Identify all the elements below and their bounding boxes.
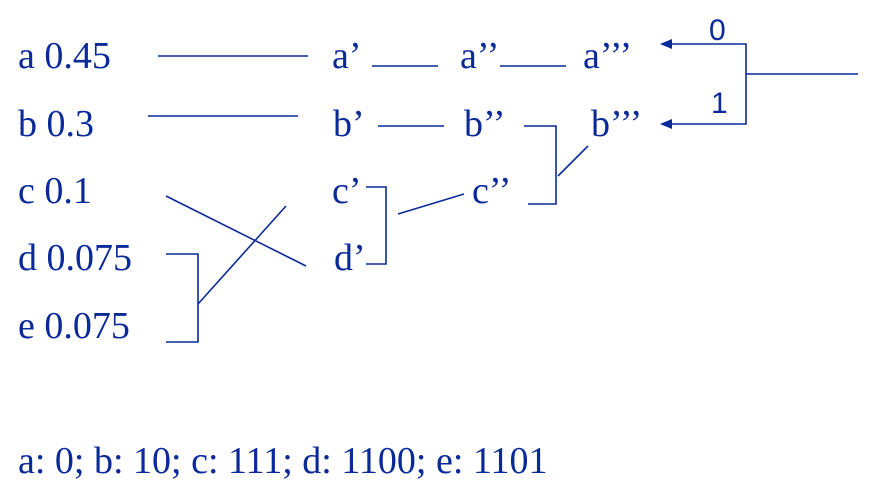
node-d1: d’ (334, 237, 366, 279)
symbol-e: e 0.075 (18, 305, 130, 347)
link-c-d1-cross (165, 195, 307, 267)
arrow-left-icon (660, 39, 672, 49)
node-a2: a’’ (460, 35, 499, 77)
node-a3: a’’’ (583, 35, 632, 77)
arrow-left-icon (660, 119, 672, 129)
symbol-a: a 0.45 (18, 35, 111, 77)
link-c1d1-c2 (397, 193, 465, 215)
symbol-c: c 0.1 (18, 170, 92, 212)
symbol-d: d 0.075 (18, 237, 132, 279)
link-de-c1-cross (197, 205, 287, 305)
bit-one-label: 1 (711, 87, 728, 120)
bit-zero-label: 0 (709, 14, 726, 47)
bracket-c1-d1 (366, 186, 387, 265)
node-a1: a’ (332, 35, 362, 77)
node-b3: b’’’ (591, 103, 642, 145)
bracket-root (670, 43, 747, 125)
node-c1: c’ (332, 170, 362, 212)
symbol-b: b 0.3 (18, 103, 94, 145)
bracket-d-e (166, 253, 199, 343)
link-b2c2-b3 (557, 145, 589, 177)
bracket-b2-c2 (524, 125, 557, 205)
node-b1: b’ (333, 103, 365, 145)
code-assignment: a: 0; b: 10; c: 111; d: 1100; e: 1101 (18, 440, 547, 482)
node-b2: b’’ (464, 103, 506, 145)
node-c2: c’’ (472, 170, 511, 212)
